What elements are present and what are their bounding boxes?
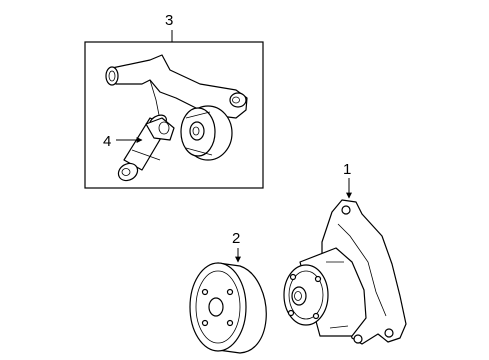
callout-2: 2 bbox=[232, 230, 240, 247]
water-pump bbox=[283, 199, 407, 345]
idler-pulley bbox=[180, 105, 233, 161]
callout-4: 4 bbox=[103, 133, 111, 150]
tensioner-assembly-box bbox=[84, 41, 264, 189]
pulley-group: 2 bbox=[189, 230, 267, 354]
callout-1: 1 bbox=[343, 161, 351, 178]
water-pump-group: 1 bbox=[283, 161, 407, 345]
tensioner-bracket bbox=[105, 54, 248, 121]
tensioner-assembly-group: 3 4 bbox=[84, 12, 264, 189]
tensioner-damper bbox=[117, 114, 175, 182]
callout-3: 3 bbox=[165, 12, 173, 29]
pulley bbox=[189, 262, 267, 354]
